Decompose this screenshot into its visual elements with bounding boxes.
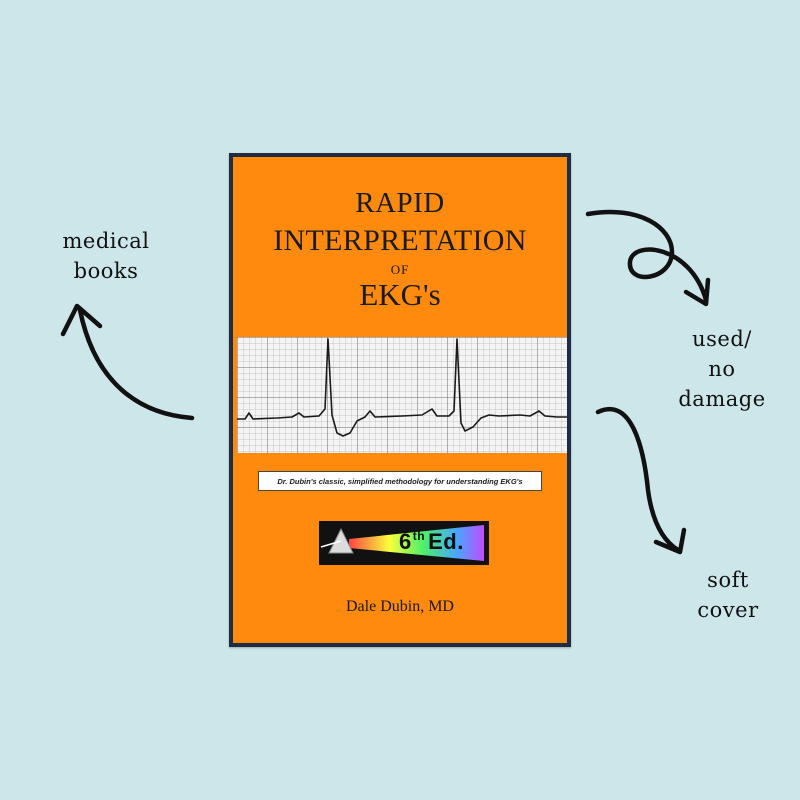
note-line: books [73, 259, 139, 283]
tagline-box: Dr. Dubin's classic, simplified methodol… [258, 471, 542, 491]
ekg-strip [237, 337, 567, 453]
author-name: Dale Dubin, MD [346, 598, 454, 615]
note-line: medical [62, 229, 150, 253]
note-line: cover [697, 598, 759, 622]
title-line-2: INTERPRETATION [273, 224, 527, 257]
edition-badge [319, 521, 489, 565]
note-line: damage [678, 387, 766, 411]
note-used-no-damage: used/ no damage [660, 324, 784, 414]
ekg-trace [237, 338, 567, 437]
title-line-3: EKG's [359, 277, 441, 312]
book-cover: RAPID INTERPRETATION OF EKG's Dr. Dubin'… [229, 153, 571, 647]
note-line: no [708, 357, 736, 381]
title-line-1: RAPID [355, 187, 445, 219]
note-medical-books: medical books [48, 226, 164, 286]
note-line: used/ [692, 327, 752, 351]
arrow-left-icon [77, 307, 195, 421]
arrow-loop-icon [585, 209, 709, 303]
note-line: soft [707, 568, 749, 592]
title-of: OF [390, 262, 410, 277]
note-soft-cover: soft cover [678, 565, 778, 625]
arrow-down-icon [595, 407, 681, 553]
